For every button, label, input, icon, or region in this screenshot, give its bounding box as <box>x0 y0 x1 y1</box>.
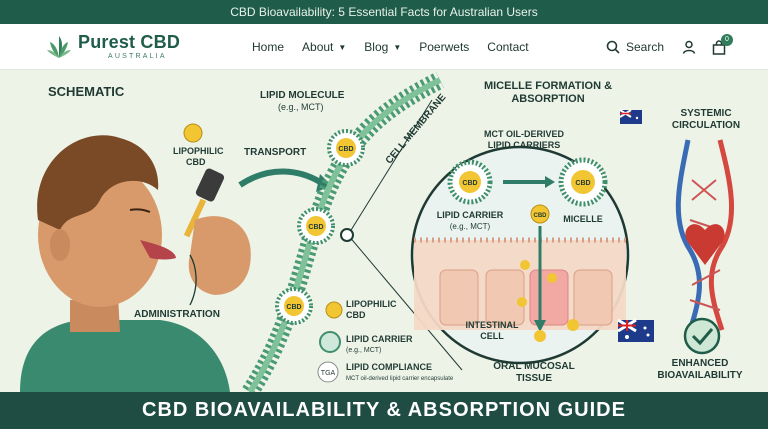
nav-about[interactable]: About▼ <box>302 40 347 54</box>
intestinal-cell-label-2: CELL <box>480 331 504 341</box>
user-icon <box>682 40 696 54</box>
announcement-text: CBD Bioavailability: 5 Essential Facts f… <box>230 5 538 19</box>
oral-mucosal-label-2: TISSUE <box>516 373 552 384</box>
administration-label: ADMINISTRATION <box>134 309 220 320</box>
tga-badge-text: TGA <box>321 370 336 377</box>
infographic-illustration: SCHEMATIC LIPOPHILIC CBD TRANSPORT ADMIN… <box>0 70 768 392</box>
blood-vessels-illustration <box>675 139 734 331</box>
mct-carriers-label-2: LIPID CARRIERS <box>488 140 561 150</box>
nav-home[interactable]: Home <box>252 40 285 54</box>
oral-mucosal-label-1: ORAL MUCOSAL <box>493 361 574 372</box>
chevron-down-icon: ▼ <box>338 42 347 52</box>
micelle-title-1: MICELLE FORMATION & <box>484 80 612 92</box>
enhanced-label-2: BIOAVAILABILITY <box>657 370 743 381</box>
person-illustration <box>20 135 230 392</box>
lipophilic-cbd-label-2: CBD <box>186 157 206 167</box>
intestinal-cell-label-1: INTESTINAL <box>466 320 520 330</box>
carrier-particle: CBD <box>327 129 365 167</box>
cart-count-badge: 0 <box>721 33 733 46</box>
guide-title-banner: CBD BIOAVAILABILITY & ABSORPTION GUIDE <box>0 392 768 429</box>
legend-carrier-label-2: (e.g., MCT) <box>346 347 381 354</box>
lipid-carrier-particle: CBD <box>447 159 493 205</box>
chevron-down-icon: ▼ <box>393 42 402 52</box>
nav-contact[interactable]: Contact <box>487 40 529 54</box>
legend-compliance-sub: MCT oil-derived lipid carrier encapsulat… <box>346 376 454 382</box>
legend-compliance-label: LIPID COMPLIANCE <box>346 362 432 372</box>
transport-label: TRANSPORT <box>244 147 306 158</box>
logo-sub: AUSTRALIA <box>108 53 167 60</box>
search-button[interactable]: Search <box>606 40 664 54</box>
svg-text:CBD: CBD <box>308 224 323 231</box>
enhanced-label-1: ENHANCED <box>672 358 729 369</box>
legend-cbd-label-2: CBD <box>346 310 366 320</box>
leaf-logo-icon <box>47 35 71 58</box>
lipid-molecule-label-1: LIPID MOLECULE <box>260 90 345 101</box>
schematic-label: SCHEMATIC <box>48 84 125 99</box>
announcement-bar: CBD Bioavailability: 5 Essential Facts f… <box>0 0 768 24</box>
legend-cbd-label-1: LIPOPHILIC <box>346 299 397 309</box>
main-nav: Home About▼ Blog▼ Poerwets Contact <box>252 24 547 70</box>
cbd-droplet-icon <box>183 123 203 143</box>
svg-text:CBD: CBD <box>462 180 477 187</box>
hero-infographic: SCHEMATIC LIPOPHILIC CBD TRANSPORT ADMIN… <box>0 70 768 392</box>
micelle-title-2: ABSORPTION <box>511 93 584 105</box>
systemic-label-2: CIRCULATION <box>672 120 740 131</box>
site-header: Purest CBD AUSTRALIA Home About▼ Blog▼ P… <box>0 24 768 70</box>
systemic-label-1: SYSTEMIC <box>680 108 731 119</box>
carrier-particle: CBD <box>297 207 335 245</box>
svg-text:CBD: CBD <box>338 146 353 153</box>
mct-carriers-label-1: MCT OIL-DERIVED <box>484 129 564 139</box>
australia-flag-icon <box>619 109 642 124</box>
search-icon <box>606 40 620 54</box>
lipid-molecule-label-2: (e.g., MCT) <box>278 102 324 112</box>
cbd-molecule-icon <box>530 204 550 224</box>
transport-arrow <box>238 168 322 188</box>
nav-products[interactable]: Poerwets <box>419 40 470 54</box>
guide-title: CBD BIOAVAILABILITY & ABSORPTION GUIDE <box>142 399 626 421</box>
legend-carrier-label-1: LIPID CARRIER <box>346 334 413 344</box>
logo-name: Purest CBD <box>78 32 181 52</box>
carrier-particle: CBD <box>275 287 313 325</box>
checkmark-badge-icon <box>683 317 721 355</box>
legend-carrier-icon <box>319 331 341 353</box>
dropper-illustration <box>183 168 251 295</box>
svg-text:CBD: CBD <box>286 304 301 311</box>
lipid-carrier-label-1: LIPID CARRIER <box>437 210 504 220</box>
logo[interactable]: Purest CBD AUSTRALIA <box>46 33 180 60</box>
svg-text:CBD: CBD <box>575 180 590 187</box>
lipid-carrier-label-2: (e.g., MCT) <box>450 222 491 231</box>
cart-button[interactable]: 0 <box>712 33 733 55</box>
nav-blog[interactable]: Blog▼ <box>364 40 402 54</box>
svg-text:CBD: CBD <box>534 213 548 219</box>
lipophilic-cbd-label-1: LIPOPHILIC <box>173 146 224 156</box>
micelle-particle: CBD <box>558 157 608 207</box>
micelle-label: MICELLE <box>563 214 603 224</box>
account-button[interactable] <box>682 40 696 54</box>
tga-badge-icon <box>317 361 339 383</box>
australia-flag-icon <box>617 318 654 342</box>
legend-cbd-icon <box>325 301 343 319</box>
search-label: Search <box>625 40 664 54</box>
